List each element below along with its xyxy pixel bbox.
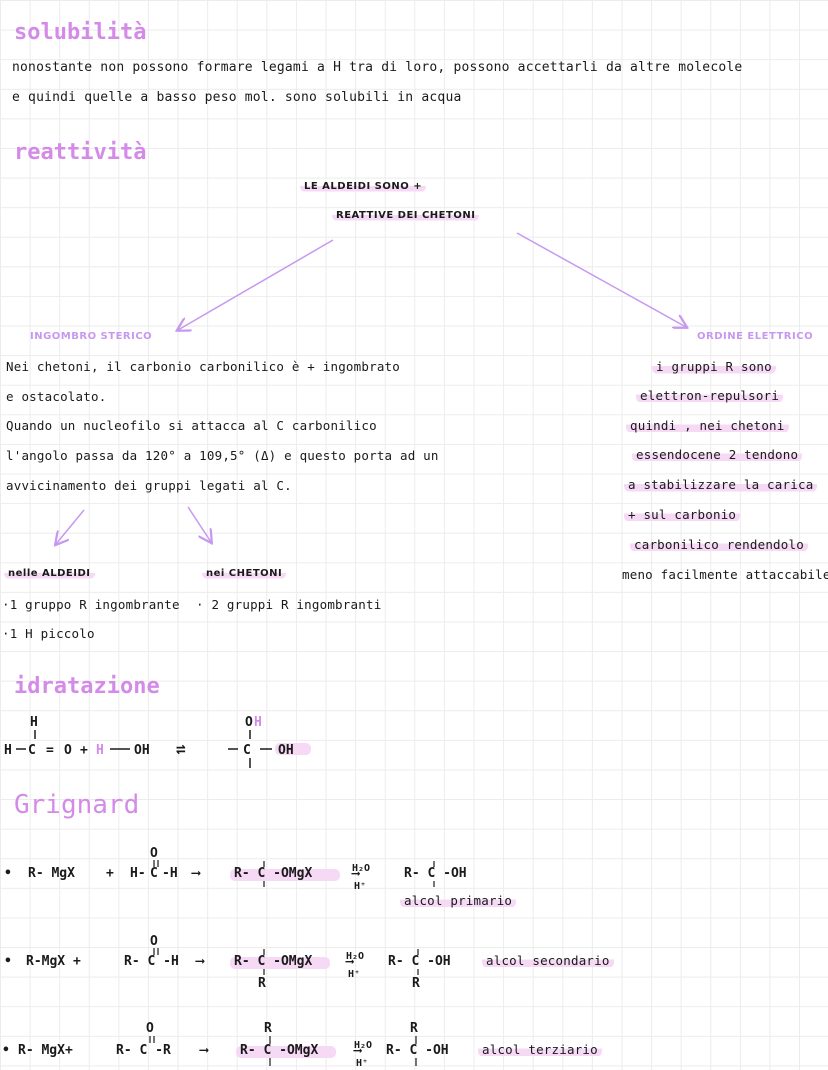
svg-text:R- C -R: R- C -R [116, 1043, 171, 1058]
product-1-label: alcol primario [400, 893, 517, 908]
svg-text:-H: -H [162, 866, 178, 881]
solubilita-title: solubilità [14, 20, 147, 45]
svg-text:•: • [2, 1043, 10, 1058]
solubilita-line-2: e quindi quelle a basso peso mol. sono s… [12, 90, 462, 105]
product-2-label: alcol secondario [482, 953, 614, 968]
svg-text:•: • [4, 954, 12, 969]
svg-text:=: = [46, 743, 54, 758]
grignard-reaction-3: • R- MgX+ R- C -R O ⟶ R- C -OMgX R H₂O ⟶… [2, 1021, 449, 1069]
svg-text:⟶: ⟶ [345, 954, 354, 968]
svg-text:⟶: ⟶ [351, 866, 360, 880]
svg-text:⟶: ⟶ [191, 866, 201, 881]
svg-text:H₂O: H₂O [354, 1040, 372, 1051]
chetoni-item-1: · 2 gruppi R ingombranti [196, 597, 382, 612]
right-line-6: + sul carbonio [624, 507, 741, 522]
aldeidi-label: nelle ALDEIDI [4, 568, 95, 579]
hydration-equation: H H C = O + H OH ⇌ O H C OH [4, 715, 311, 768]
svg-text:H⁺: H⁺ [348, 969, 360, 980]
svg-text:⟶: ⟶ [353, 1043, 362, 1057]
aldeidi-item-2: ·1 H piccolo [2, 626, 95, 641]
grignard-title: Grignard [14, 790, 140, 820]
svg-text:C: C [243, 743, 251, 758]
right-line-7: carbonilico rendendolo [630, 537, 808, 552]
svg-text:H₂O: H₂O [352, 863, 370, 874]
svg-text:R-MgX +: R-MgX + [26, 954, 81, 969]
ordine-elettrico-heading: ORDINE ELETTRICO [697, 331, 814, 342]
svg-text:R- C -OMgX: R- C -OMgX [234, 866, 312, 881]
svg-text:R- C -OH: R- C -OH [388, 954, 451, 969]
svg-text:R- C -OH: R- C -OH [386, 1043, 449, 1058]
svg-text:O: O [64, 743, 72, 758]
svg-text:•: • [4, 866, 12, 881]
svg-text:H: H [254, 715, 262, 730]
right-line-5: a stabilizzare la carica [624, 477, 818, 492]
idratazione-title: idratazione [14, 674, 160, 699]
central-statement-1: LE ALDEIDI SONO + [300, 181, 427, 192]
right-line-2: elettron-repulsori [636, 388, 784, 403]
svg-text:OH: OH [134, 743, 150, 758]
svg-text:H⁺: H⁺ [356, 1058, 368, 1069]
svg-text:+: + [80, 743, 88, 758]
svg-text:O: O [150, 846, 158, 861]
svg-text:C: C [28, 743, 36, 758]
central-statement-2: REATTIVE DEI CHETONI [332, 210, 480, 221]
svg-text:H₂O: H₂O [346, 951, 364, 962]
svg-text:R- C -H: R- C -H [124, 954, 179, 969]
arrow-right [516, 232, 686, 327]
svg-text:H⁺: H⁺ [354, 881, 366, 892]
arrow-left [178, 239, 334, 330]
right-line-1: i gruppi R sono [652, 359, 776, 374]
svg-text:C: C [150, 866, 158, 881]
svg-text:O: O [245, 715, 253, 730]
left-line-3: Quando un nucleofilo si attacca al C car… [6, 418, 377, 433]
chetoni-label: nei CHETONI [202, 568, 287, 579]
grignard-reaction-2: • R-MgX + R- C -H O ⟶ R- C -OMgX R H₂O ⟶… [4, 935, 451, 991]
svg-text:R- MgX+: R- MgX+ [18, 1043, 73, 1058]
arrow-aldeidi [56, 509, 85, 544]
svg-text:+: + [106, 866, 114, 881]
aldeidi-item-1: ·1 gruppo R ingombrante [2, 597, 180, 612]
svg-text:OH: OH [278, 743, 294, 758]
svg-text:R- MgX: R- MgX [28, 866, 75, 881]
svg-text:O: O [146, 1021, 154, 1036]
svg-text:⟶: ⟶ [199, 1043, 209, 1058]
svg-text:H: H [96, 743, 104, 758]
svg-text:H-: H- [130, 866, 146, 881]
svg-text:R- C -OH: R- C -OH [404, 866, 467, 881]
svg-text:H: H [4, 743, 12, 758]
svg-text:R: R [412, 976, 420, 991]
svg-text:R- C -OMgX: R- C -OMgX [240, 1043, 318, 1058]
left-line-4: l'angolo passa da 120° a 109,5° (Δ) e qu… [6, 448, 439, 463]
left-line-5: avvicinamento dei gruppi legati al C. [6, 478, 292, 493]
grignard-reaction-1: • R- MgX + H- O C -H ⟶ R- C -OMgX H₂O ⟶ … [4, 846, 467, 892]
svg-text:R- C -OMgX: R- C -OMgX [234, 954, 312, 969]
svg-text:O: O [150, 935, 158, 949]
svg-text:R: R [264, 1021, 272, 1036]
svg-text:⟶: ⟶ [195, 954, 205, 969]
right-line-8: meno facilmente attaccabile [622, 567, 828, 582]
reattivita-title: reattività [14, 140, 147, 165]
left-line-2: e ostacolato. [6, 389, 107, 404]
svg-text:R: R [410, 1021, 418, 1036]
svg-text:R: R [258, 976, 266, 991]
right-line-4: essendocene 2 tendono [632, 447, 803, 462]
left-line-1: Nei chetoni, il carbonio carbonilico è +… [6, 359, 401, 374]
svg-text:H: H [30, 715, 38, 730]
svg-text:⇌: ⇌ [176, 739, 186, 758]
product-3-label: alcol terziario [478, 1042, 602, 1057]
right-line-3: quindi , nei chetoni [626, 418, 789, 433]
ingombro-sterico-heading: INGOMBRO STERICO [30, 331, 153, 342]
arrow-chetoni [187, 506, 211, 542]
solubilita-line-1: nonostante non possono formare legami a … [12, 60, 743, 75]
